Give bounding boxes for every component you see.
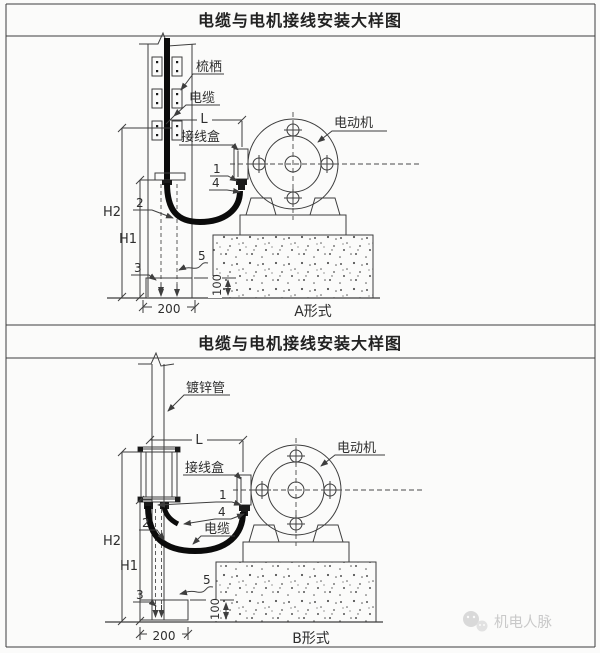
label-rack: 梳栖 [180, 60, 224, 91]
dim-H2-text: H2 [103, 205, 121, 220]
panel-b-title: 电缆与电机接线安装大样图 [198, 334, 402, 353]
label-1: 1 [157, 488, 242, 508]
label-4: 4 [209, 176, 241, 194]
label-cable: 电缆 [173, 90, 220, 117]
dim-H2: H2 [103, 447, 146, 626]
label-1: 1 [210, 162, 238, 182]
cable-comb-brackets [151, 56, 183, 141]
motor-foot-left [245, 197, 277, 216]
label-cable: 电缆 [192, 521, 235, 545]
dim-L: L [165, 110, 247, 147]
concrete-foundation [215, 561, 377, 623]
watermark: 机电人脉 [463, 611, 552, 632]
motor-foot-right [309, 197, 341, 216]
svg-text:接线盒: 接线盒 [181, 129, 220, 145]
dim-100: 100 [190, 598, 234, 621]
dim-H1-text: H1 [119, 232, 137, 247]
dim-H1-text: H1 [120, 559, 138, 574]
label-2: 2 [139, 516, 165, 541]
label-3: 3 [133, 588, 157, 607]
dim-L: L [145, 431, 248, 472]
svg-text:4: 4 [218, 505, 226, 519]
wechat-icon [463, 611, 488, 632]
dim-H1: H1 [119, 175, 162, 302]
junction-box-a [233, 148, 249, 190]
svg-text:2: 2 [136, 196, 144, 210]
label-5: 5 [179, 573, 214, 596]
dim-L-text: L [200, 112, 208, 127]
dim-200-text: 200 [158, 302, 181, 316]
dim-100-text: 100 [210, 274, 224, 296]
cable-merge-stub [161, 505, 180, 527]
break-symbol [138, 351, 175, 367]
label-5: 5 [178, 249, 209, 271]
label-pipe: 镀锌管 [167, 380, 230, 412]
form-a-caption: A形式 [294, 304, 332, 320]
junction-box-b [236, 474, 252, 516]
svg-text:电缆: 电缆 [204, 521, 230, 537]
dim-200: 200 [138, 300, 200, 316]
form-b-caption: B形式 [292, 631, 330, 647]
svg-text:4: 4 [212, 176, 220, 190]
svg-text:3: 3 [136, 588, 144, 602]
label-2: 2 [133, 196, 174, 219]
svg-text:接线盒: 接线盒 [185, 460, 224, 476]
svg-text:5: 5 [198, 249, 206, 263]
svg-text:5: 5 [203, 573, 211, 587]
motor-plinth [239, 214, 347, 236]
panel-b-diagram: L H2 H1 100 200 [103, 351, 422, 647]
cable-pit-box [145, 277, 193, 299]
svg-text:电动机: 电动机 [334, 116, 373, 131]
cable-u-bend [145, 505, 246, 555]
svg-text:梳栖: 梳栖 [196, 60, 222, 75]
label-junction-box: 接线盒 [183, 460, 242, 480]
watermark-text: 机电人脉 [494, 614, 552, 631]
label-motor: 电动机 [320, 441, 385, 467]
cable-u-bend [164, 182, 243, 226]
label-junction-box: 接线盒 [179, 129, 239, 151]
panel-a-diagram: L H2 H1 100 200 [103, 31, 420, 320]
dim-100: 100 [194, 274, 236, 298]
svg-text:2: 2 [142, 516, 150, 530]
sheet-frame [5, 3, 596, 648]
svg-text:3: 3 [134, 261, 142, 275]
cable-rack-column [139, 31, 197, 297]
dim-L-text: L [195, 433, 203, 448]
motor-foot-left [248, 524, 280, 543]
dim-200-text: 200 [153, 629, 176, 643]
galvanized-pipe [138, 351, 175, 620]
dim-100-text: 100 [208, 598, 222, 620]
break-symbol [139, 31, 197, 47]
label-3: 3 [131, 261, 157, 281]
svg-text:电缆: 电缆 [189, 90, 215, 106]
svg-text:电动机: 电动机 [337, 441, 376, 456]
motor-foot-right [312, 524, 344, 543]
panel-a-title: 电缆与电机接线安装大样图 [198, 11, 402, 30]
concrete-foundation [212, 234, 374, 299]
svg-text:镀锌管: 镀锌管 [186, 380, 225, 396]
dim-200: 200 [135, 627, 193, 643]
label-motor: 电动机 [317, 116, 387, 143]
dim-H2: H2 [103, 123, 172, 302]
dim-H1: H1 [120, 495, 152, 626]
svg-text:1: 1 [213, 162, 221, 176]
label-4: 4 [183, 505, 245, 526]
dim-H2-text: H2 [103, 534, 121, 549]
svg-text:1: 1 [219, 488, 227, 502]
